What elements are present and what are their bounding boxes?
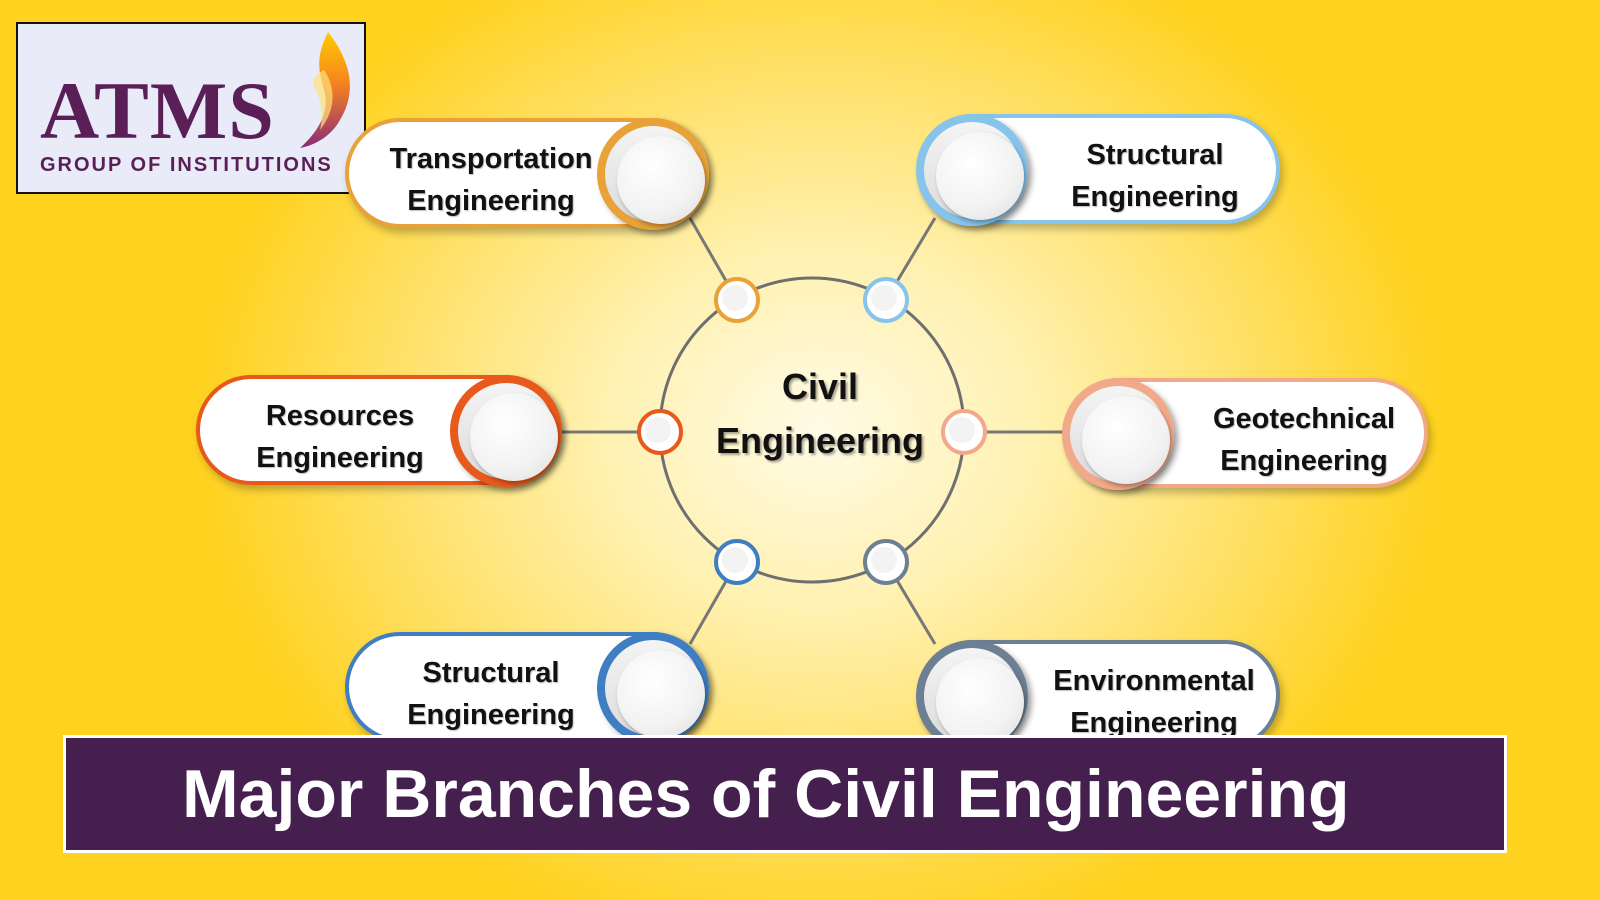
branch-label: Geotechnical [1212, 403, 1396, 435]
center-line2: Engineering [715, 420, 925, 461]
branch-label: Resources [265, 400, 415, 432]
center-label: Civil Engineering [690, 360, 950, 468]
branch-label: Structural [422, 657, 560, 689]
node-resources [637, 409, 683, 455]
logo-brand: ATMS [40, 65, 275, 156]
branch-ring [916, 114, 1028, 226]
node-structural-bottom [714, 539, 760, 585]
node-structural-top [863, 277, 909, 323]
branch-ring [450, 375, 562, 487]
banner-title: Major Branches of Civil Engineering [182, 756, 1350, 832]
logo: ATMS GROUP OF INSTITUTIONS [16, 22, 366, 194]
logo-subtitle: GROUP OF INSTITUTIONS [40, 154, 333, 176]
branch-transportation: Transportation Engineering [345, 118, 709, 230]
branch-label: Engineering [407, 699, 575, 731]
branch-resources: Resources Engineering [196, 375, 562, 487]
branch-label: Engineering [407, 185, 575, 217]
node-geotechnical [941, 409, 987, 455]
node-environmental [863, 539, 909, 585]
flame-icon [300, 32, 350, 148]
center-line1: Civil [781, 366, 859, 407]
branch-label: Engineering [1070, 707, 1238, 739]
title-banner: Major Branches of Civil Engineering [63, 735, 1507, 853]
branch-environmental: Environmental Engineering [916, 640, 1280, 752]
branch-ring [597, 118, 709, 230]
branch-structural-top: Structural Engineering [916, 114, 1280, 226]
branch-label: Engineering [1220, 445, 1388, 477]
branch-label: Engineering [1071, 181, 1239, 213]
branch-label: Environmental [1053, 665, 1255, 697]
branch-geotechnical: Geotechnical Engineering [1062, 378, 1428, 490]
branch-ring [597, 632, 709, 744]
node-transportation [714, 277, 760, 323]
branch-ring [1062, 378, 1174, 490]
branch-label: Transportation [389, 143, 593, 175]
branch-label: Structural [1086, 139, 1224, 171]
branch-label: Engineering [256, 442, 424, 474]
branch-structural-bottom: Structural Engineering [345, 632, 709, 744]
